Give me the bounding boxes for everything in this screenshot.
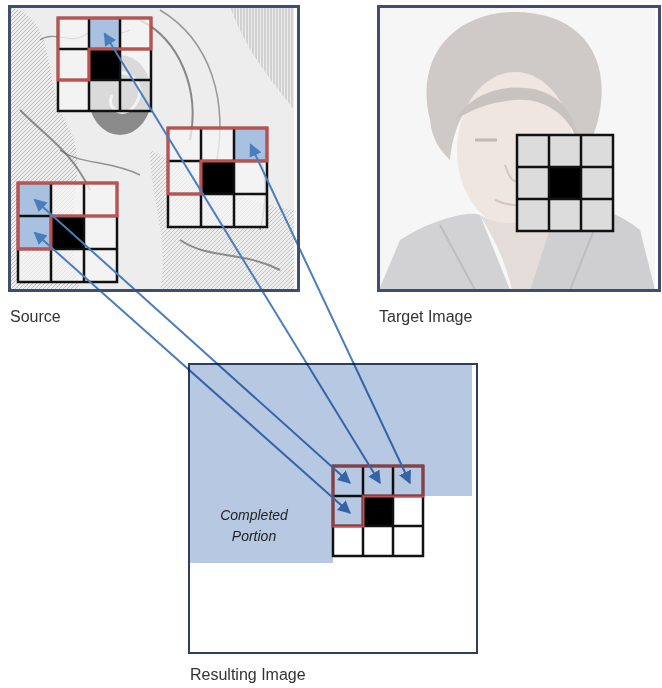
completed-region-fill <box>190 365 472 563</box>
completed-region: Completed Portion <box>190 365 472 565</box>
source-patch-grid <box>18 183 117 282</box>
image-panel: Target Image <box>377 5 661 326</box>
panel-caption: Resulting Image <box>188 665 478 684</box>
panel-caption: Target Image <box>377 307 661 326</box>
panel-frame <box>8 5 300 292</box>
target-portrait <box>379 7 655 290</box>
source-patch-grid <box>168 128 267 227</box>
panel-frame: Completed Portion <box>188 363 478 654</box>
source-patch-grid <box>58 18 151 111</box>
panel-caption: Source <box>8 307 300 326</box>
image-panel: Completed PortionResulting Image <box>188 363 478 684</box>
target-patch-grid <box>517 135 613 231</box>
image-panel: Source <box>8 5 300 326</box>
panel-frame <box>377 5 661 292</box>
region-label: Completed Portion <box>204 505 304 547</box>
